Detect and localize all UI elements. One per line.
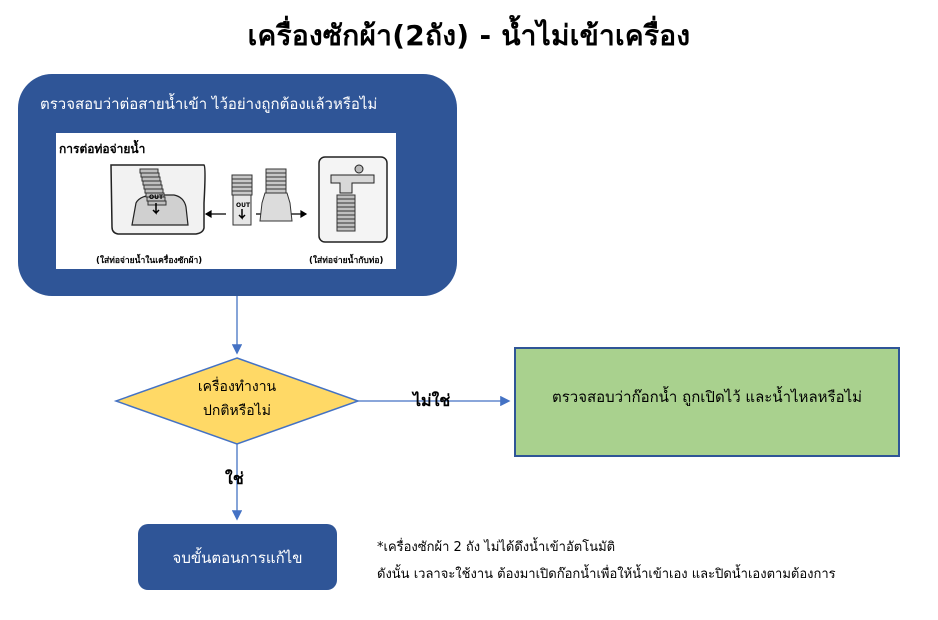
yes-label: ใช่ <box>225 469 244 488</box>
decision-line1: เครื่องทำงาน <box>197 379 277 395</box>
out-label-left: OUT <box>149 194 164 201</box>
out-label-middle: OUT <box>236 202 251 209</box>
note-line1: *เครื่องซักผ้า 2 ถัง ไม่ได้ดึงน้ำเข้าอัต… <box>377 540 616 555</box>
image-title: การต่อท่อจ่ายน้ำ <box>59 142 146 156</box>
hose-connection-illustration: OUT OUT <box>110 156 388 243</box>
caption-washer: (ใส่ท่อจ่ายน้ำในเครื่องซักผ้า) <box>96 256 203 266</box>
washer-inlet-drawing: OUT <box>110 164 206 235</box>
decision-text: เครื่องทำงาน ปกติหรือไม่ <box>158 375 316 423</box>
check-hose-text: ตรวจสอบว่าต่อสายน้ำเข้า ไว้อย่างถูกต้องแ… <box>40 95 378 113</box>
no-label: ไม่ใช่ <box>413 391 451 410</box>
end-box <box>138 524 337 590</box>
check-faucet-text: ตรวจสอบว่าก๊อกน้ำ ถูกเปิดไว้ และน้ำไหลหร… <box>551 388 863 406</box>
decision-line2: ปกติหรือไม่ <box>203 403 271 419</box>
page-title: เครื่องซักผ้า(2ถัง) - น้ำไม่เข้าเครื่อง <box>247 19 691 52</box>
note-line2: ดังนั้น เวลาจะใช้งาน ต้องมาเปิดก๊อกน้ำเพ… <box>377 567 836 582</box>
faucet-drawing <box>318 156 388 243</box>
hose-connection-image: OUT OUT <box>56 133 396 269</box>
hose-fittings-drawing: OUT <box>231 168 293 226</box>
end-text: จบขั้นตอนการแก้ไข <box>172 549 303 567</box>
caption-faucet: (ใส่ท่อจ่ายน้ำกับท่อ) <box>309 256 384 266</box>
check-faucet-box <box>514 347 900 457</box>
